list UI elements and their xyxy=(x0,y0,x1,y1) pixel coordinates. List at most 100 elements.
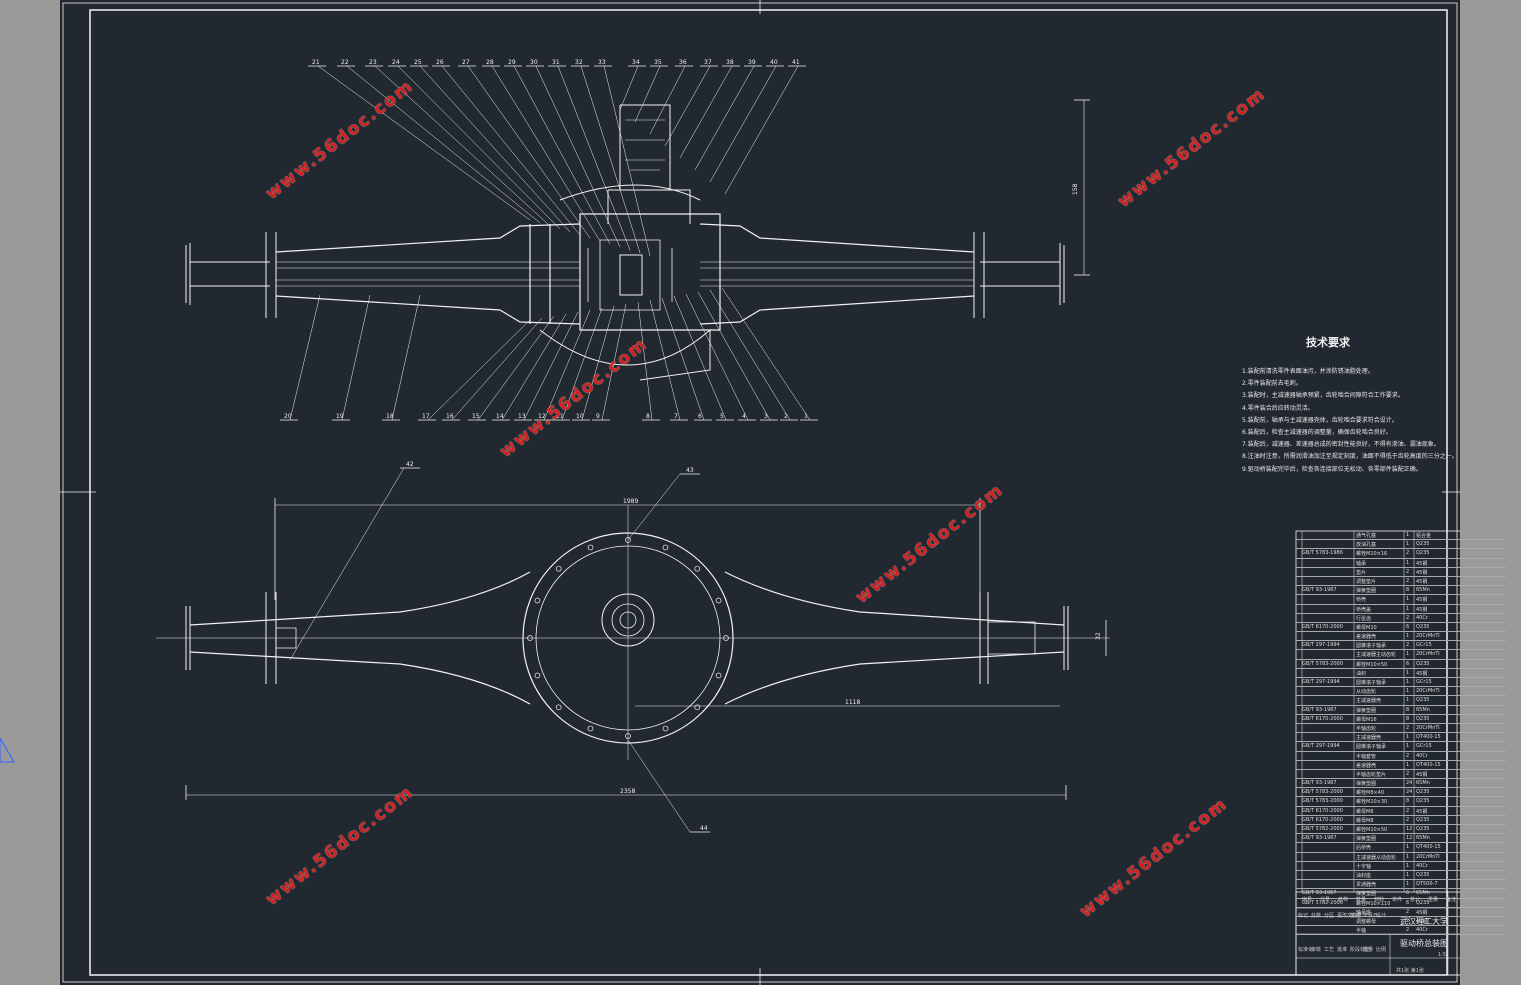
leader-6 xyxy=(661,297,705,421)
bom-cell: 65Mn xyxy=(1416,890,1430,897)
tb-label: 设计 xyxy=(1376,913,1387,919)
bom-cell: 1 xyxy=(1406,559,1410,566)
bom-cell: 2 xyxy=(1406,577,1410,584)
bom-cell: 8 xyxy=(1406,798,1410,805)
bom-cell: 1 xyxy=(1406,697,1410,704)
bom-cell: 1 xyxy=(1406,862,1410,869)
bom-cell: 差速器壳 xyxy=(1356,634,1377,641)
callout-17: 17 xyxy=(422,413,430,420)
tb-label: 分区 xyxy=(1324,913,1335,919)
tech-item: 5.装配前，轴承与主减速器壳体，齿轮啮合要求符合设计。 xyxy=(1242,416,1398,424)
tb-header: 总计 xyxy=(1410,897,1421,903)
right-flange xyxy=(980,243,1065,305)
bom-cell: 1 xyxy=(1406,871,1410,878)
leader-2 xyxy=(709,289,791,421)
callout-25: 25 xyxy=(414,59,422,66)
tb-label: 标记 xyxy=(1298,913,1309,919)
leader-25 xyxy=(419,65,571,233)
bom-cell: 弹簧垫圈 xyxy=(1356,781,1377,788)
tech-item: 6.装配后，检查主减速器的调整量，确保齿轮啮合良好。 xyxy=(1242,429,1392,437)
bom-cell: 2 xyxy=(1406,550,1410,557)
leader-24 xyxy=(397,65,561,230)
bom-cell: 65Mn xyxy=(1416,587,1430,594)
leader-21 xyxy=(317,65,531,221)
bom-cell: 圆锥滚子轴承 xyxy=(1356,744,1387,751)
bom-cell: 1 xyxy=(1406,669,1410,676)
leader-8 xyxy=(637,301,653,421)
right-axle-housing xyxy=(699,223,975,325)
leader-19 xyxy=(341,294,371,421)
bom-cell: 1 xyxy=(1406,734,1410,741)
leader-39 xyxy=(694,65,755,171)
right-hub-flange xyxy=(973,232,985,318)
tb-label: 处数 xyxy=(1311,913,1322,919)
bom-cell: 8 xyxy=(1406,715,1410,722)
bom-cell: 半轴齿轮垫片 xyxy=(1356,771,1387,778)
bom-cell: GB/T 297-1994 xyxy=(1302,679,1340,685)
bom-cell: GCr15 xyxy=(1416,743,1432,750)
bom-cell: 24 xyxy=(1406,780,1413,787)
bom-cell: 40Cr xyxy=(1416,752,1428,759)
tech-item: 3.装配时，主减速器轴承预紧，齿轮啮合间隙符合工作要求。 xyxy=(1242,392,1404,400)
tb-header: 数量 xyxy=(1356,897,1367,903)
bom-cell: 1 xyxy=(1406,844,1410,851)
dim-158: 158 xyxy=(1072,183,1079,195)
carrier-flange-inner xyxy=(535,545,721,731)
callout-2: 2 xyxy=(784,413,788,420)
tb-header: 序号 xyxy=(1302,897,1313,903)
callout-32: 32 xyxy=(575,59,583,66)
callout-40: 40 xyxy=(770,59,778,66)
left-beam xyxy=(189,571,531,705)
bom-cell: 半轴 xyxy=(1356,928,1367,935)
bolt-hole xyxy=(555,565,562,572)
bolt-hole xyxy=(587,544,594,551)
bom-cell: 1 xyxy=(1406,633,1410,640)
bom-cell: GB/T 93-1987 xyxy=(1302,890,1337,897)
bom-cell: 后桥壳 xyxy=(1356,845,1372,852)
bom-cell: 螺栓M10×16 xyxy=(1356,551,1388,558)
leader-28 xyxy=(491,65,601,242)
bom-cell: GB/T 5783-2000 xyxy=(1302,660,1343,667)
callout-26: 26 xyxy=(436,59,444,66)
bom-cell: Q235 xyxy=(1416,899,1430,906)
bom-cell: GB/T 6170-2000 xyxy=(1302,623,1343,630)
bom-cell: Q235 xyxy=(1416,697,1430,704)
bom-cell: 调整螺母 xyxy=(1356,918,1377,925)
leader-29 xyxy=(513,65,611,245)
callout-20: 20 xyxy=(284,413,292,420)
bom-cell: 45钢 xyxy=(1416,909,1428,916)
right-half-shaft xyxy=(700,261,974,287)
bom-cell: 45钢 xyxy=(1416,606,1428,613)
bom-cell: 8 xyxy=(1406,587,1410,594)
leader-42 xyxy=(289,467,405,661)
bom-cell: 2 xyxy=(1406,752,1410,759)
bom-cell: 40Cr xyxy=(1416,862,1428,869)
bom-cell: 2 xyxy=(1406,917,1410,924)
bom-cell: 行星齿 xyxy=(1356,615,1372,622)
bom-cell: 桥壳 xyxy=(1356,597,1367,604)
bom-cell: 24 xyxy=(1406,789,1413,796)
bom-cell: 45钢 xyxy=(1416,771,1428,778)
leader-12 xyxy=(543,309,591,421)
outer-border xyxy=(62,2,1458,983)
bom-cell: 1 xyxy=(1406,541,1410,548)
bolt-hole xyxy=(694,704,701,711)
tb-label: 批准 xyxy=(1337,947,1348,953)
callout-37: 37 xyxy=(704,59,712,66)
bolt-hole xyxy=(555,704,562,711)
pinion-flange-inner xyxy=(611,603,645,637)
tech-item: 4.零件装合后应转动灵活。 xyxy=(1242,404,1314,412)
